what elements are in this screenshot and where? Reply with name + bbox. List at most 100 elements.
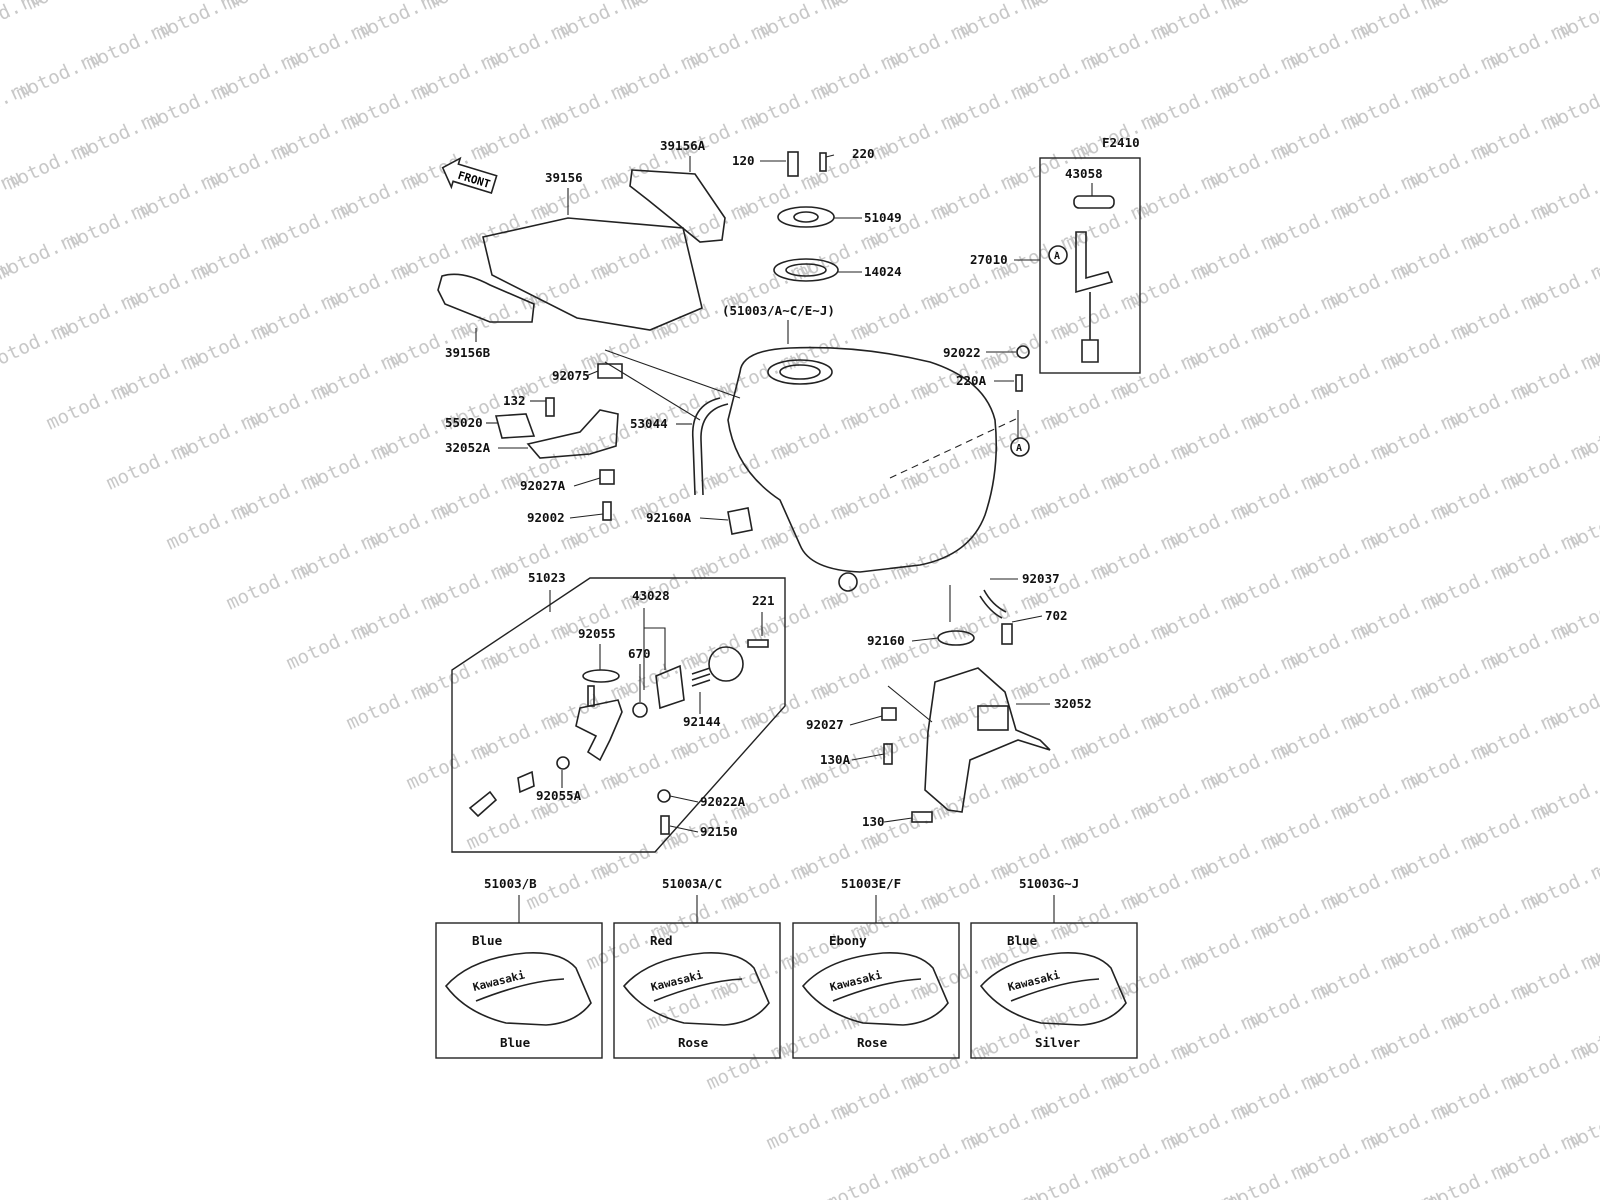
watermark-text: motod.ru xyxy=(1553,0,1600,45)
gauge-module-box xyxy=(1039,157,1141,374)
oring-92055A-shape xyxy=(556,756,570,770)
circle-a-top-label: A xyxy=(1054,251,1060,262)
callout-92022: 92022 xyxy=(943,345,981,360)
bolt-92150-shape xyxy=(660,815,670,835)
bracket-32052A-shape xyxy=(526,409,619,459)
petcock-lever-shape xyxy=(587,685,595,707)
tank-side-shape xyxy=(979,951,1127,1026)
watermark-text: motod.ru xyxy=(23,0,115,15)
tank-filler-ring xyxy=(767,359,833,385)
petcock-51023-shape xyxy=(575,699,623,762)
watermark-text: motod.ru xyxy=(423,0,515,15)
front-arrow-icon: FRONT xyxy=(441,156,498,195)
callout-120: 120 xyxy=(732,153,755,168)
assembly-label: (51003/A~C/E~J) xyxy=(722,303,835,318)
callout-130: 130 xyxy=(862,814,885,829)
watermark-text: motod.ru xyxy=(1543,76,1600,135)
callout-132: 132 xyxy=(503,393,526,408)
fuel-tank-shape xyxy=(727,346,998,573)
callout-220: 220 xyxy=(852,146,875,161)
variant-top-color: Blue xyxy=(1007,933,1038,948)
kawasaki-logo: Kawasaki xyxy=(1007,968,1062,994)
callout-32052: 32052 xyxy=(1054,696,1092,711)
gasket-43058-shape xyxy=(1073,195,1115,209)
watermark-text: motod.ru xyxy=(623,0,715,15)
variant-top-color: Red xyxy=(650,933,673,948)
tank-side-shape xyxy=(801,951,949,1026)
tank-side-shape xyxy=(444,951,592,1026)
bracket-32052-window xyxy=(977,705,1009,731)
sender-27010-shape xyxy=(1075,231,1114,363)
gasket-14024-shape xyxy=(773,258,839,282)
callout-53044: 53044 xyxy=(630,416,668,431)
callout-92160A: 92160A xyxy=(646,510,692,525)
variant-bottom-color: Silver xyxy=(1035,1035,1081,1050)
callout-92075: 92075 xyxy=(552,368,590,383)
damper-92160A-shape xyxy=(727,507,753,535)
collar-55020-shape xyxy=(494,413,536,439)
cover-shape xyxy=(708,646,744,682)
bolt-132-shape xyxy=(545,397,555,417)
pad-39156A-shape xyxy=(629,169,726,243)
callout-92150: 92150 xyxy=(700,824,738,839)
hose-702-shape xyxy=(979,589,1007,619)
leader-702 xyxy=(1011,615,1043,623)
pad-39156B-shape xyxy=(437,273,535,323)
collar-92027-shape xyxy=(881,707,897,721)
callout-55020: 55020 xyxy=(445,415,483,430)
leader-130 xyxy=(883,817,913,823)
leader-220 xyxy=(825,154,835,158)
leader-92160 xyxy=(911,637,939,642)
watermark-text: motod.ru xyxy=(823,0,915,15)
leader-92160A xyxy=(699,517,729,521)
watermark-text: motod.ru xyxy=(1553,1186,1600,1200)
watermark-text: motod.ru xyxy=(1523,256,1600,315)
variant-top-color: Blue xyxy=(472,933,503,948)
color-variants: 51003/BKawasakiBlueBlue51003A/CKawasakiR… xyxy=(435,876,1138,1059)
leader-130A xyxy=(851,753,885,761)
watermark-text: motod.ru xyxy=(1543,676,1600,735)
variant-bottom-color: Blue xyxy=(500,1035,531,1050)
callout-27010: 27010 xyxy=(970,252,1008,267)
gasket-14024-inner xyxy=(785,263,827,277)
bolt-120-shape xyxy=(787,151,799,177)
callout-92027A: 92027A xyxy=(520,478,566,493)
tank-drain-ring xyxy=(838,572,858,592)
callout-92055: 92055 xyxy=(578,626,616,641)
bolt-130-shape xyxy=(911,811,933,823)
callout-14024: 14024 xyxy=(864,264,902,279)
callout-43028: 43028 xyxy=(632,588,670,603)
oring-670-shape xyxy=(632,702,648,718)
damper-92075-shape xyxy=(597,363,623,379)
washer-92022-shape xyxy=(1016,345,1030,359)
leader-92022A xyxy=(669,795,699,803)
callout-92022A: 92022A xyxy=(700,794,746,809)
knob-shape xyxy=(468,790,498,818)
hose-53044-shape-2 xyxy=(700,403,729,496)
tank-stripe xyxy=(1010,978,1100,1002)
figure-code: F2410 xyxy=(1102,135,1140,150)
variant-bottom-color: Rose xyxy=(678,1035,709,1050)
spring-92144-shape xyxy=(691,667,711,687)
bracket-32052-shape xyxy=(924,667,1051,813)
tank-stripe xyxy=(653,978,743,1002)
callout-702: 702 xyxy=(1045,608,1068,623)
leader-92150 xyxy=(669,825,699,833)
pad-39156-shape xyxy=(482,217,703,331)
variant-code: 51003E/F xyxy=(841,876,901,891)
circle-a-tank-label: A xyxy=(1016,443,1022,454)
variant-code: 51003A/C xyxy=(662,876,722,891)
bolt-92002-shape xyxy=(602,501,612,521)
leader-92002 xyxy=(569,513,604,519)
collar-92027A-shape xyxy=(599,469,615,485)
callout-92055A: 92055A xyxy=(536,788,582,803)
watermark-text: motod.ru xyxy=(1423,0,1515,15)
screw-220A-shape xyxy=(1015,374,1023,392)
screw-220-shape xyxy=(819,152,827,172)
callout-51023: 51023 xyxy=(528,570,566,585)
callout-92160: 92160 xyxy=(867,633,905,648)
watermark-text: motod.ru xyxy=(1523,856,1600,915)
